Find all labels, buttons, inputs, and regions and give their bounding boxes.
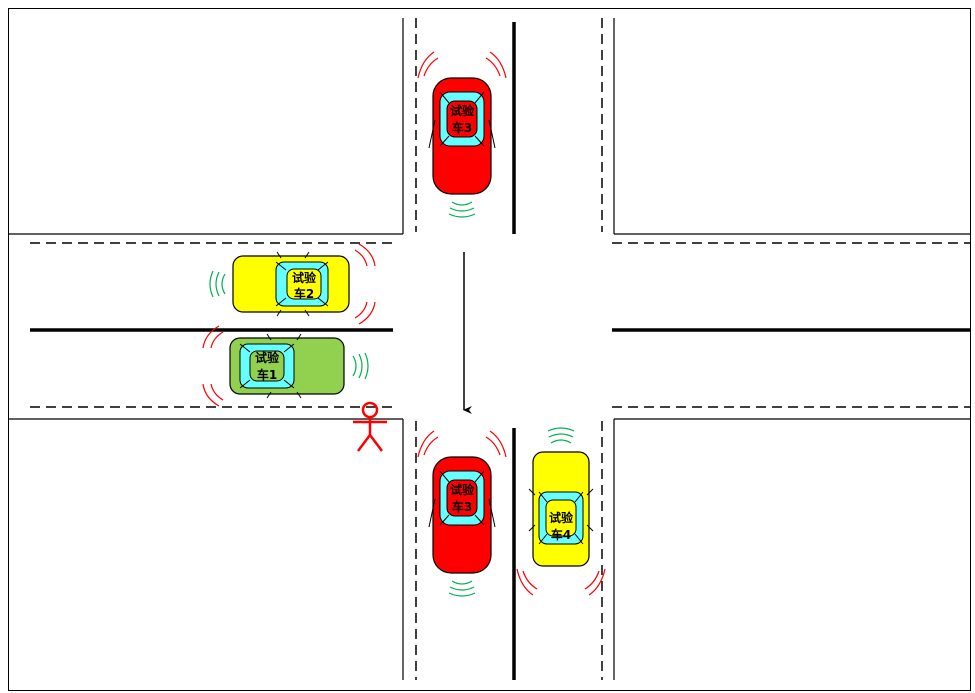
car-label-line2: 车3 (452, 499, 472, 514)
car-body (428, 456, 496, 574)
car-body (229, 333, 345, 399)
rear-sensor-waves (448, 201, 476, 218)
road-edges (8, 18, 971, 680)
car-label-line1: 试验 (450, 482, 475, 497)
car-body (232, 251, 350, 317)
center-lines (30, 22, 971, 680)
car-label-line1: 试验 (450, 103, 475, 118)
car-label-line2: 车1 (257, 367, 277, 382)
rear-sensor-waves (209, 270, 226, 298)
car-body (528, 451, 594, 567)
rear-sensor-waves (352, 352, 369, 380)
car-label-line1: 试验 (549, 510, 574, 525)
front-sensor-waves (417, 51, 507, 79)
test-car-4: 试验 车4 (516, 427, 606, 596)
car-label-line2: 车3 (452, 120, 472, 135)
lane-dashed-lines (30, 18, 971, 680)
diagram-frame (8, 8, 971, 691)
car-label-line1: 试验 (292, 270, 317, 285)
test-car-3-bottom: 试验 车3 (417, 430, 507, 597)
front-sensor-waves (516, 568, 606, 596)
rear-sensor-waves (448, 580, 476, 597)
test-car-2: 试验 车2 (209, 243, 376, 325)
front-sensor-waves (354, 243, 376, 325)
car-body (428, 77, 496, 195)
test-car-1: 试验 车1 (202, 325, 369, 407)
rear-sensor-waves (547, 427, 575, 444)
front-sensor-waves (202, 325, 224, 407)
test-car-3-top: 试验 车3 (417, 51, 507, 218)
car-label-line2: 车2 (294, 286, 314, 301)
car-label-line2: 车4 (551, 527, 571, 542)
front-sensor-waves (417, 430, 507, 458)
car-label-line1: 试验 (255, 350, 280, 365)
pedestrian-icon (353, 401, 387, 452)
